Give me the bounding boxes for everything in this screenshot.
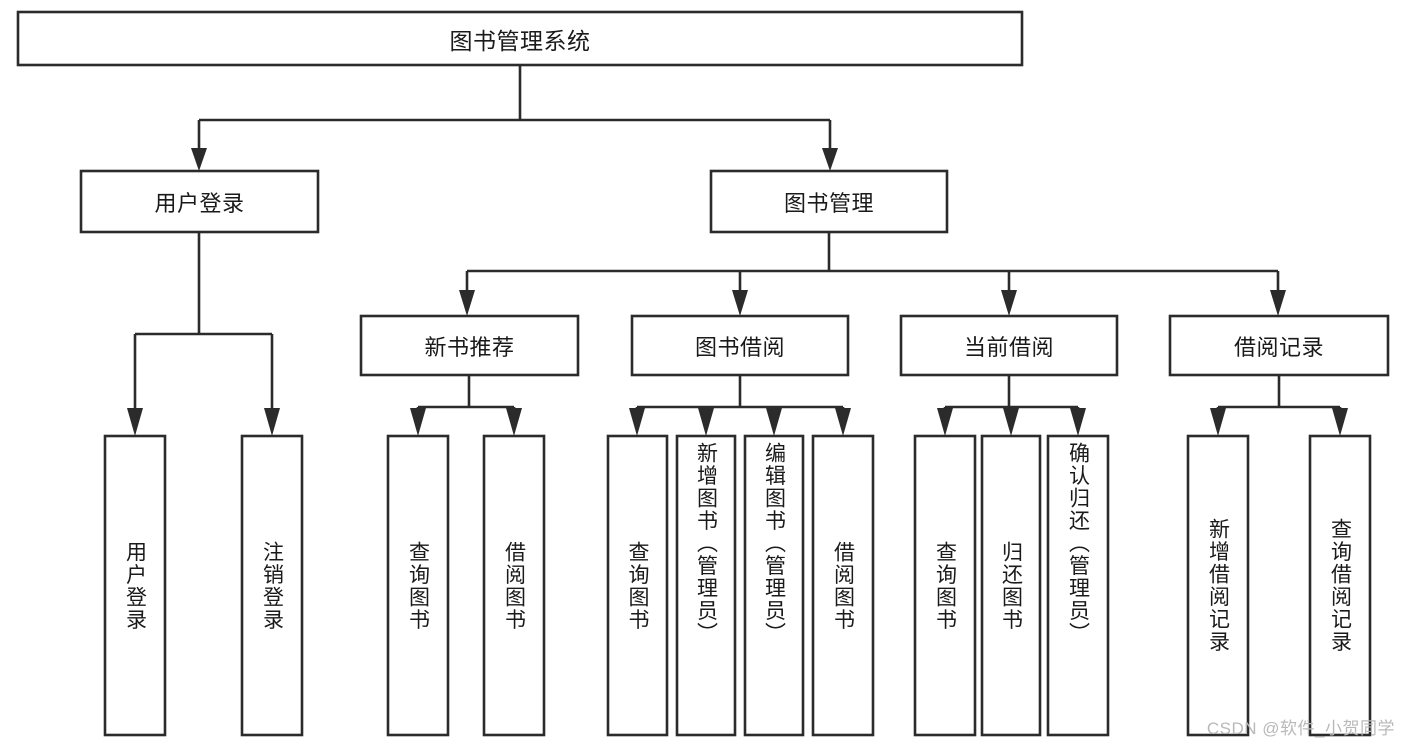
connector-book-borrow-to-leaves [629, 375, 851, 436]
arrow-icon [766, 408, 782, 436]
arrow-icon [937, 408, 953, 436]
node-box-leaf-new-book-1[interactable] [482, 434, 546, 737]
node-box-leaf-borrow-record-1[interactable] [1308, 434, 1372, 737]
arrow-icon [127, 408, 143, 436]
node-box-leaf-user-login-1[interactable] [240, 434, 304, 737]
node-box-leaf-user-login-0[interactable] [103, 434, 167, 737]
connector-current-borrow-to-leaves [937, 375, 1086, 436]
arrow-icon [1210, 408, 1226, 436]
node-box-borrow-record[interactable] [1168, 314, 1390, 377]
arrow-icon [629, 408, 645, 436]
arrow-icon [459, 290, 475, 316]
arrow-icon [1332, 408, 1348, 436]
connector-book-management-to-level3 [459, 232, 1286, 316]
arrow-icon [1070, 408, 1086, 436]
node-box-book-management[interactable] [709, 169, 949, 234]
node-box-leaf-book-borrow-0[interactable] [606, 434, 669, 737]
connector-user-login-to-leaves [127, 232, 280, 436]
node-box-leaf-new-book-0[interactable] [386, 434, 450, 737]
arrow-icon [191, 148, 207, 171]
node-box-current-borrow[interactable] [899, 314, 1119, 377]
connector-root-to-level2 [191, 65, 838, 171]
node-box-new-book-recommend[interactable] [359, 314, 580, 377]
arrow-icon [822, 148, 838, 171]
arrow-icon [264, 408, 280, 436]
arrow-icon [1001, 290, 1017, 316]
node-box-book-borrow[interactable] [630, 314, 850, 377]
node-box-leaf-current-borrow-0[interactable] [913, 434, 977, 737]
node-box-leaf-book-borrow-3[interactable] [811, 434, 875, 737]
node-box-leaf-book-borrow-2[interactable] [743, 434, 805, 737]
node-box-root[interactable] [16, 10, 1024, 67]
connector-borrow-record-to-leaves [1210, 375, 1348, 436]
arrow-icon [410, 408, 426, 436]
node-box-user-login[interactable] [79, 169, 320, 234]
arrow-icon [1270, 290, 1286, 316]
node-box-leaf-book-borrow-1[interactable] [675, 434, 737, 737]
node-box-leaf-borrow-record-0[interactable] [1186, 434, 1250, 737]
node-box-leaf-current-borrow-2[interactable] [1046, 434, 1110, 737]
arrow-icon [732, 290, 748, 316]
arrow-icon [1003, 408, 1019, 436]
arrow-icon [835, 408, 851, 436]
arrow-icon [698, 408, 714, 436]
arrow-icon [506, 408, 522, 436]
node-box-leaf-current-borrow-1[interactable] [980, 434, 1042, 737]
connector-new-book-to-leaves [410, 375, 522, 436]
